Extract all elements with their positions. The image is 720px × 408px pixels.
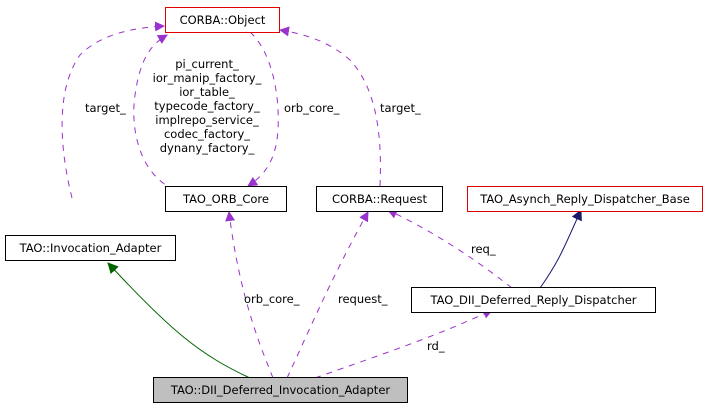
edge-label-orb-core-upper: orb_core_ xyxy=(284,101,340,115)
edge-request xyxy=(286,211,369,379)
edge-rd xyxy=(314,309,493,379)
edge-inherit-invocation-adapter xyxy=(107,262,251,379)
member-ior-manip-factory: ior_manip_factory_ xyxy=(152,71,262,85)
member-dynany-factory: dynany_factory_ xyxy=(159,141,255,155)
edge-label-target-left: target_ xyxy=(85,101,126,115)
member-typecode-factory: typecode_factory_ xyxy=(154,99,260,113)
member-implrepo-service: implrepo_service_ xyxy=(155,113,259,127)
node-corba-object[interactable]: CORBA::Object xyxy=(165,7,280,33)
edge-inherit-asynch-base xyxy=(539,209,582,289)
edge-label-orb-core-lower: orb_core_ xyxy=(244,292,300,306)
node-tao-invocation-adapter[interactable]: TAO::Invocation_Adapter xyxy=(5,235,176,261)
node-tao-dii-deferred-invocation-adapter[interactable]: TAO::DII_Deferred_Invocation_Adapter xyxy=(153,377,408,403)
edge-target-left xyxy=(61,21,165,199)
member-codec-factory: codec_factory_ xyxy=(163,127,251,141)
node-tao-dii-deferred-reply-dispatcher[interactable]: TAO_DII_Deferred_Reply_Dispatcher xyxy=(411,287,656,313)
member-pi-current: pi_current_ xyxy=(175,57,239,71)
edge-label-request: request_ xyxy=(338,292,388,306)
edge-req xyxy=(387,209,513,289)
edge-label-rd: rd_ xyxy=(427,339,445,353)
edge-label-orb-core-members: pi_current_ ior_manip_factory_ ior_table… xyxy=(148,57,266,155)
node-tao-asynch-reply-dispatcher-base[interactable]: TAO_Asynch_Reply_Dispatcher_Base xyxy=(467,186,703,212)
member-ior-table: ior_table_ xyxy=(179,85,235,99)
edge-target-right xyxy=(279,26,381,187)
edge-label-target-right: target_ xyxy=(380,101,421,115)
edge-orb-core-members xyxy=(133,34,176,191)
node-corba-request[interactable]: CORBA::Request xyxy=(316,186,443,212)
edge-orb-core-lower xyxy=(225,211,274,379)
edge-label-req: req_ xyxy=(471,242,496,256)
node-tao-orb-core[interactable]: TAO_ORB_Core xyxy=(165,186,287,212)
